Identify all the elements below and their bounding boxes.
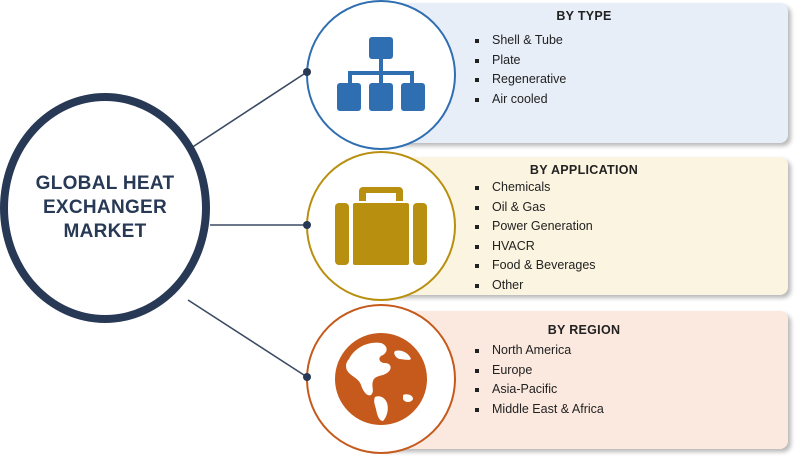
icon-circle-type	[306, 0, 456, 150]
hub-title: GLOBAL HEAT EXCHANGER MARKET	[35, 173, 175, 242]
list-item: Europe	[475, 361, 604, 381]
list-item: HVACR	[475, 237, 596, 257]
list-item: Middle East & Africa	[475, 400, 604, 420]
list-item: Chemicals	[475, 178, 596, 198]
type-list: Shell & Tube Plate Regenerative Air cool…	[475, 31, 566, 109]
market-hub-circle: GLOBAL HEAT EXCHANGER MARKET	[0, 93, 210, 323]
panel-title-type: BY TYPE	[556, 9, 612, 23]
list-item: Food & Beverages	[475, 256, 596, 276]
panel-by-type: BY TYPE Shell & Tube Plate Regenerative …	[380, 3, 788, 143]
list-item: Plate	[475, 51, 566, 71]
connector-region	[187, 299, 308, 378]
icon-circle-region	[306, 304, 456, 454]
panel-by-region: BY REGION North America Europe Asia-Paci…	[380, 311, 788, 449]
briefcase-icon	[335, 187, 427, 265]
panel-title-application: BY APPLICATION	[529, 163, 639, 177]
list-item: Regenerative	[475, 70, 566, 90]
list-item: Asia-Pacific	[475, 380, 604, 400]
application-list: Chemicals Oil & Gas Power Generation HVA…	[475, 178, 596, 295]
connector-dot-region	[303, 373, 311, 381]
list-item: Shell & Tube	[475, 31, 566, 51]
connector-dot-type	[303, 68, 311, 76]
region-list: North America Europe Asia-Pacific Middle…	[475, 341, 604, 419]
connector-type	[187, 71, 308, 151]
list-item: Air cooled	[475, 90, 566, 110]
hierarchy-icon	[337, 37, 425, 111]
list-item: Other	[475, 276, 596, 296]
list-item: Power Generation	[475, 217, 596, 237]
icon-circle-application	[306, 151, 456, 301]
connector-dot-application	[303, 221, 311, 229]
panel-title-region: BY REGION	[547, 323, 621, 337]
list-item: North America	[475, 341, 604, 361]
globe-icon	[335, 333, 427, 425]
list-item: Oil & Gas	[475, 198, 596, 218]
